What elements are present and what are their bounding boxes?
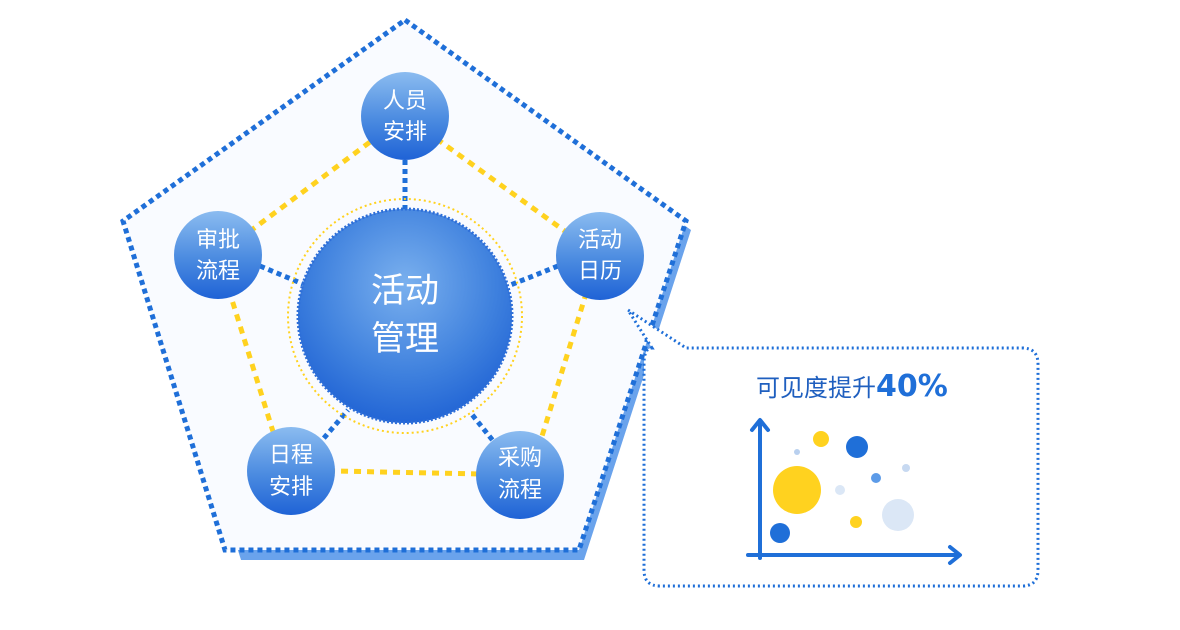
center-label-line1: 活动 — [371, 271, 439, 311]
callout-value: 40% — [876, 369, 948, 404]
callout-label: 可见度提升40% — [756, 369, 948, 404]
node-staffing: 人员 安排 — [361, 72, 449, 160]
blue-spokes — [259, 160, 559, 449]
svg-text:流程: 流程 — [498, 478, 542, 503]
svg-text:日程: 日程 — [269, 443, 313, 468]
svg-text:采购: 采购 — [498, 446, 542, 471]
center-node: 活动 管理 — [296, 207, 514, 425]
svg-text:人员: 人员 — [383, 89, 427, 114]
svg-text:安排: 安排 — [383, 120, 427, 145]
scatter-dots — [770, 431, 914, 543]
scatter-axes — [746, 418, 962, 565]
svg-text:活动: 活动 — [578, 228, 622, 253]
center-label-line2: 管理 — [371, 319, 439, 359]
svg-text:日历: 日历 — [578, 259, 622, 284]
visibility-callout: 可见度提升40% — [626, 308, 1040, 588]
svg-text:安排: 安排 — [269, 475, 313, 500]
node-event-calendar: 活动 日历 — [556, 212, 644, 300]
node-approval: 审批 流程 — [174, 211, 262, 299]
svg-text:流程: 流程 — [196, 259, 240, 284]
node-procurement: 采购 流程 — [476, 431, 564, 519]
node-scheduling: 日程 安排 — [247, 427, 335, 515]
svg-text:审批: 审批 — [196, 228, 240, 253]
center-ring — [287, 198, 523, 434]
